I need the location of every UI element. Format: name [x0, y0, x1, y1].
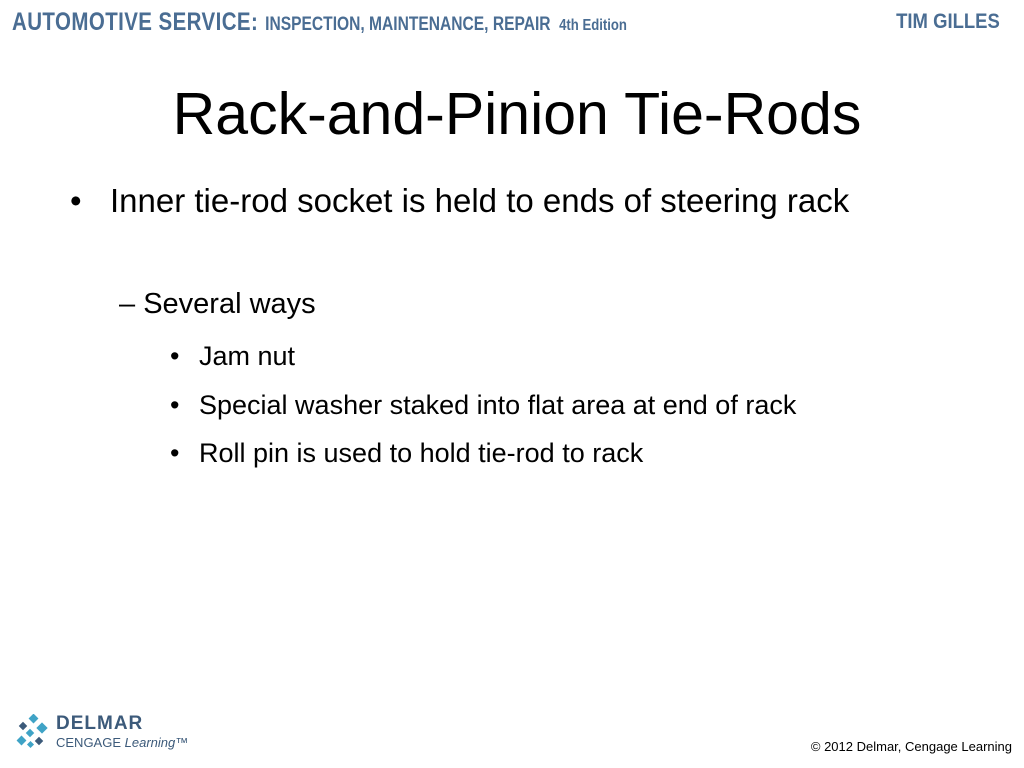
bullet-level-2: – Several ways [119, 284, 316, 324]
bullet-level-1: • Inner tie-rod socket is held to ends o… [70, 178, 940, 224]
logo-trademark: ™ [175, 735, 189, 750]
logo-learning: Learning [124, 735, 176, 750]
sub-sub-bullet-text: Roll pin is used to hold tie-rod to rack [199, 438, 644, 468]
bullet-marker: • [170, 341, 180, 371]
author-header: TIM GILLES [896, 10, 1000, 33]
logo-cengage: CENGAGE [56, 735, 122, 750]
bullet-marker: • [170, 390, 180, 420]
book-series: AUTOMOTIVE SERVICE: [12, 8, 259, 36]
bullet-marker: • [70, 182, 82, 219]
bullet-level-3: • Special washer staked into flat area at… [170, 387, 796, 423]
logo-subtitle: CENGAGE Learning™ [56, 735, 188, 751]
sub-bullet-text: Several ways [143, 288, 316, 320]
book-title-header: AUTOMOTIVE SERVICE: INSPECTION, MAINTENA… [12, 8, 627, 40]
book-subtitle: INSPECTION, MAINTENANCE, REPAIR [265, 14, 551, 35]
bullet-level-3: • Roll pin is used to hold tie-rod to rac… [170, 435, 643, 471]
book-edition: 4th Edition [559, 17, 627, 34]
sub-sub-bullet-text: Special washer staked into flat area at … [199, 390, 797, 420]
sub-sub-bullet-text: Jam nut [199, 341, 296, 371]
dash-marker: – [119, 288, 136, 320]
bullet-level-3: • Jam nut [170, 338, 295, 374]
bullet-marker: • [170, 438, 180, 468]
copyright-notice: © 2012 Delmar, Cengage Learning [810, 739, 1012, 754]
slide-title: Rack-and-Pinion Tie-Rods [172, 81, 862, 147]
logo-name: DELMAR [56, 713, 144, 734]
bullet-text: Inner tie-rod socket is held to ends of … [110, 182, 850, 219]
logo-icon [16, 714, 48, 749]
delmar-cengage-logo: DELMAR CENGAGE Learning™ [16, 712, 196, 756]
